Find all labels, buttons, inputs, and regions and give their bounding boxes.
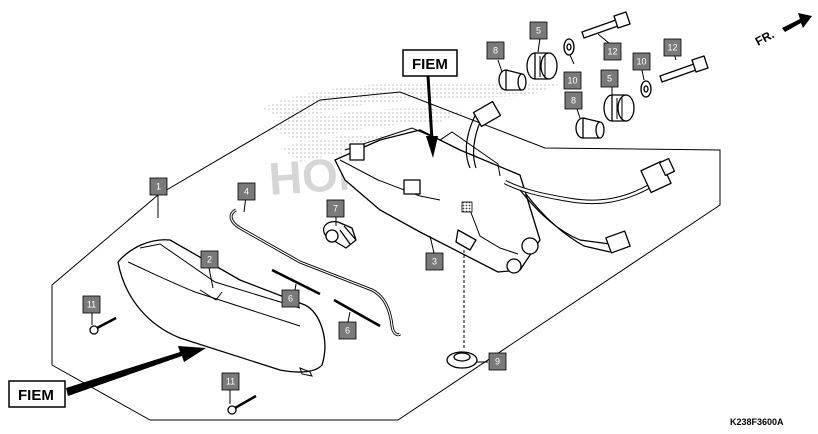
svg-text:10: 10 [636,57,646,67]
callout-6-upper: 6 [281,289,300,308]
fiem-pointer-bottom [66,346,206,396]
assembly-outline [51,91,721,421]
collar-lower [575,117,605,139]
svg-text:12: 12 [667,43,677,53]
fiem-label-bottom-text: FIEM [18,387,54,404]
callout-7: 7 [326,199,345,218]
svg-text:5: 5 [536,26,541,36]
callout-12-lower: 12 [663,38,682,57]
callout-2: 2 [200,250,219,269]
svg-text:6: 6 [288,294,293,304]
fiem-label-top-text: FIEM [412,56,448,73]
callout-8-lower: 8 [564,91,583,110]
seal-strip-lower [333,298,381,328]
washer-upper [563,38,575,56]
washer-lower [640,80,652,98]
svg-text:6: 6 [345,326,350,336]
bolt-lower [659,55,709,83]
wiring-harness [465,100,676,254]
callout-10-lower: 10 [632,52,651,71]
svg-text:9: 9 [495,357,500,367]
svg-text:5: 5 [607,74,612,84]
fr-label: FR. [753,27,777,48]
callout-4: 4 [237,182,256,201]
callout-10-upper: 10 [563,71,582,90]
bulb [323,221,357,249]
front-arrow-icon [782,13,812,32]
bolt-upper [581,11,631,39]
rubber-mount-upper [526,52,558,80]
callout-3: 3 [425,252,444,271]
callout-12-upper: 12 [603,42,622,61]
taillight-housing [334,127,541,274]
fiem-label-top: FIEM [402,49,458,77]
callout-11-lower: 11 [221,372,240,391]
svg-text:10: 10 [567,76,577,86]
svg-text:8: 8 [571,96,576,106]
callout-11-upper: 11 [82,295,101,314]
figure-code: K238F3600A [730,417,784,427]
collar-upper [498,69,527,91]
callout-5-lower: 5 [600,69,619,88]
svg-text:3: 3 [432,257,437,267]
callout-6-lower: 6 [338,321,357,340]
seal-strip-upper [271,268,321,296]
callout-5-upper: 5 [529,21,548,40]
svg-text:12: 12 [607,47,617,57]
svg-text:2: 2 [207,255,212,265]
svg-text:8: 8 [493,46,498,56]
taillight-lens [117,239,326,377]
callout-9: 9 [488,352,507,371]
screw-upper [89,308,117,335]
svg-text:11: 11 [87,300,96,310]
grommet [446,250,488,369]
svg-text:7: 7 [333,204,338,214]
rubber-mount-lower [603,94,635,122]
screw-lower [227,388,257,415]
callout-1: 1 [149,177,168,196]
callout-8-upper: 8 [486,41,505,60]
svg-text:1: 1 [156,182,161,192]
front-direction-indicator: FR. [753,13,812,49]
svg-text:11: 11 [226,377,235,387]
fiem-pointer-top [426,75,438,158]
svg-text:4: 4 [244,187,249,197]
fiem-label-bottom: FIEM [8,380,66,408]
